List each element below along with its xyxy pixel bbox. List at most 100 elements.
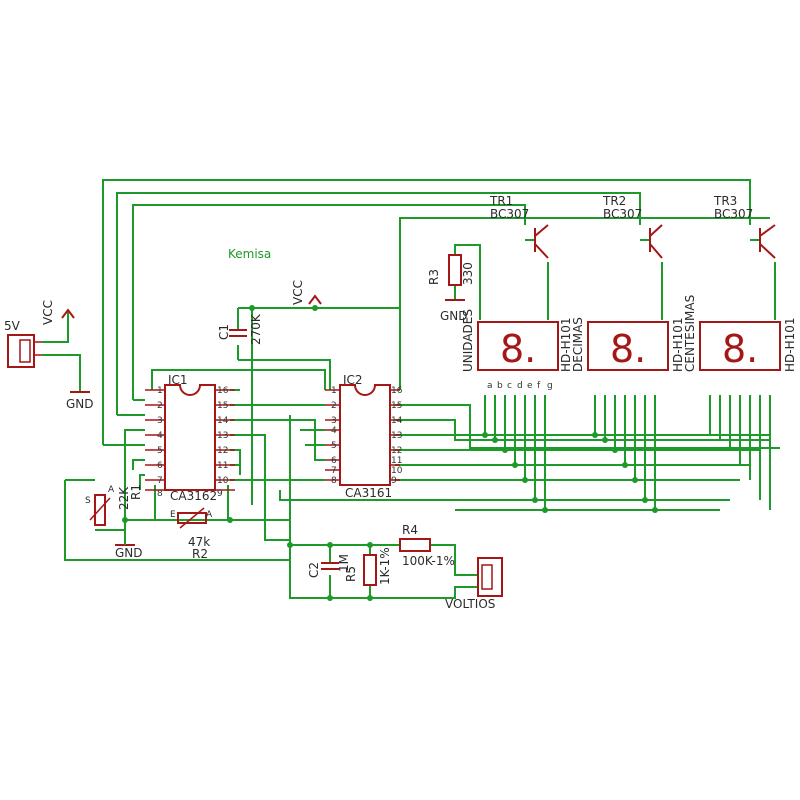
c1-ref: C1	[217, 324, 231, 340]
transistor-tr1: TR1 BC307	[489, 194, 549, 259]
display-centesimas-part: HD-H101	[783, 317, 797, 372]
tr1-ref: TR1	[489, 194, 513, 208]
ic1-ref: IC1	[168, 373, 188, 387]
ic1-pin-15: 15	[217, 401, 228, 411]
ic2-pin-2: 2	[331, 401, 337, 411]
gnd-symbol-mid: GND	[115, 540, 143, 560]
display-centesimas-glyph: 8.	[722, 327, 758, 371]
ic2-pin-4: 4	[331, 426, 337, 436]
ic1-pin-8: 8	[157, 489, 163, 499]
resistor-r5: R5 1K-1%	[344, 547, 392, 586]
r2-value: 47k	[188, 535, 210, 549]
display-decimas: 8. DECIMAS HD-H101	[571, 317, 685, 372]
ic1-pin-16: 16	[217, 386, 229, 396]
ic1-pin-12: 12	[217, 446, 228, 456]
ic1-pin-6: 6	[157, 461, 163, 471]
ic1-pin-9: 9	[217, 489, 223, 499]
ic2-pin-3: 3	[331, 416, 337, 426]
r5-ref: R5	[344, 566, 358, 582]
ic2-chip: IC2 CA3161 1 2 3 4 5 6 7 8 16 15 14 13 1…	[325, 373, 403, 500]
transistor-tr2: TR2 BC307	[602, 194, 663, 259]
r2-ref: R2	[192, 547, 208, 561]
vcc-label-mid: VCC	[291, 280, 305, 305]
gnd-label-left: GND	[66, 397, 94, 411]
ic1-pin-1: 1	[157, 386, 163, 396]
disp1-seg-g: g	[547, 381, 553, 391]
vcc-symbol-left: VCC	[41, 300, 75, 325]
display-unidades: 8. UNIDADES HD-H101 a b c d e f g	[461, 309, 573, 391]
disp1-seg-b: b	[497, 381, 503, 391]
c1-value: 270K	[249, 313, 263, 345]
transistor-tr3: TR3 BC307	[713, 194, 776, 259]
disp1-seg-a: a	[487, 381, 493, 391]
disp1-seg-f: f	[537, 381, 541, 391]
ic2-pin-15: 15	[391, 401, 402, 411]
potentiometer-r1: S A R1 22K	[85, 484, 143, 526]
r1-value: 22K	[117, 486, 131, 510]
voltios-connector: VOLTIOS	[445, 557, 503, 611]
ic2-pin-10: 10	[391, 466, 403, 476]
r4-value: 100K-1%	[402, 554, 455, 568]
ic1-pin-14: 14	[217, 416, 229, 426]
ic2-pin-12: 12	[391, 446, 402, 456]
ic2-pin-14: 14	[391, 416, 403, 426]
r2-pin-a: A	[206, 510, 213, 520]
capacitor-c2: C2 1M	[307, 554, 351, 578]
ic2-part: CA3161	[345, 486, 392, 500]
ic1-pin-3: 3	[157, 416, 163, 426]
resistor-r3: R3 330 GND	[427, 254, 475, 323]
ic1-part: CA3162	[170, 489, 217, 503]
vcc-label-left: VCC	[41, 300, 55, 325]
display-centesimas: 8. CENTESIMAS HD-H101	[683, 295, 797, 372]
display-unidades-name: UNIDADES	[461, 309, 475, 372]
display-decimas-name: DECIMAS	[571, 317, 585, 372]
ic2-ref: IC2	[343, 373, 363, 387]
ic1-pin-5: 5	[157, 446, 163, 456]
ic1-pin-4: 4	[157, 431, 163, 441]
ic2-pin-11: 11	[391, 456, 402, 466]
ic2-pin-7: 7	[331, 466, 337, 476]
r1-ref: R1	[129, 484, 143, 500]
r2-pin-e: E	[170, 510, 176, 520]
ic1-pin-11: 11	[217, 461, 228, 471]
gnd-label-r3: GND	[440, 309, 468, 323]
tr2-part: BC307	[603, 207, 642, 221]
c2-ref: C2	[307, 562, 321, 578]
vcc-symbol-mid: VCC	[291, 280, 322, 305]
voltios-label: VOLTIOS	[445, 597, 495, 611]
ic2-pin-13: 13	[391, 431, 402, 441]
wire-network	[42, 179, 780, 601]
r3-value: 330	[461, 262, 475, 285]
ic2-pin-5: 5	[331, 441, 337, 451]
resistor-r4: R4 100K-1%	[399, 523, 455, 568]
ic1-pin-2: 2	[157, 401, 163, 411]
ic1-chip: IC1 CA3162 1 2 3 4 5 6 7 8 16 15	[145, 373, 235, 503]
tr3-part: BC307	[714, 207, 753, 221]
ic2-pin-1: 1	[331, 386, 337, 396]
gnd-label-mid: GND	[115, 546, 143, 560]
potentiometer-r2: E A 47k R2	[170, 507, 213, 561]
display-centesimas-name: CENTESIMAS	[683, 295, 697, 372]
r3-ref: R3	[427, 269, 441, 285]
r4-ref: R4	[402, 523, 418, 537]
tr2-ref: TR2	[602, 194, 626, 208]
ic2-pin-6: 6	[331, 456, 337, 466]
display-decimas-glyph: 8.	[610, 327, 646, 371]
tr3-ref: TR3	[713, 194, 737, 208]
r1-pin-s: S	[85, 496, 91, 506]
ic2-pin-8: 8	[331, 476, 337, 486]
ic1-pin-10: 10	[217, 476, 229, 486]
c2-value: 1M	[337, 554, 351, 572]
r1-pin-a: A	[108, 485, 115, 495]
power-connector-label: 5V	[4, 319, 21, 333]
disp1-seg-d: d	[517, 381, 523, 391]
disp1-seg-e: e	[527, 381, 533, 391]
display-unidades-part: HD-H101	[559, 317, 573, 372]
capacitor-c1: C1 270K	[217, 313, 263, 345]
display-unidades-glyph: 8.	[500, 327, 536, 371]
schematic-title: Kemisa	[228, 247, 271, 261]
tr1-part: BC307	[490, 207, 529, 221]
ic2-pin-9: 9	[391, 476, 397, 486]
r5-value: 1K-1%	[378, 547, 392, 585]
